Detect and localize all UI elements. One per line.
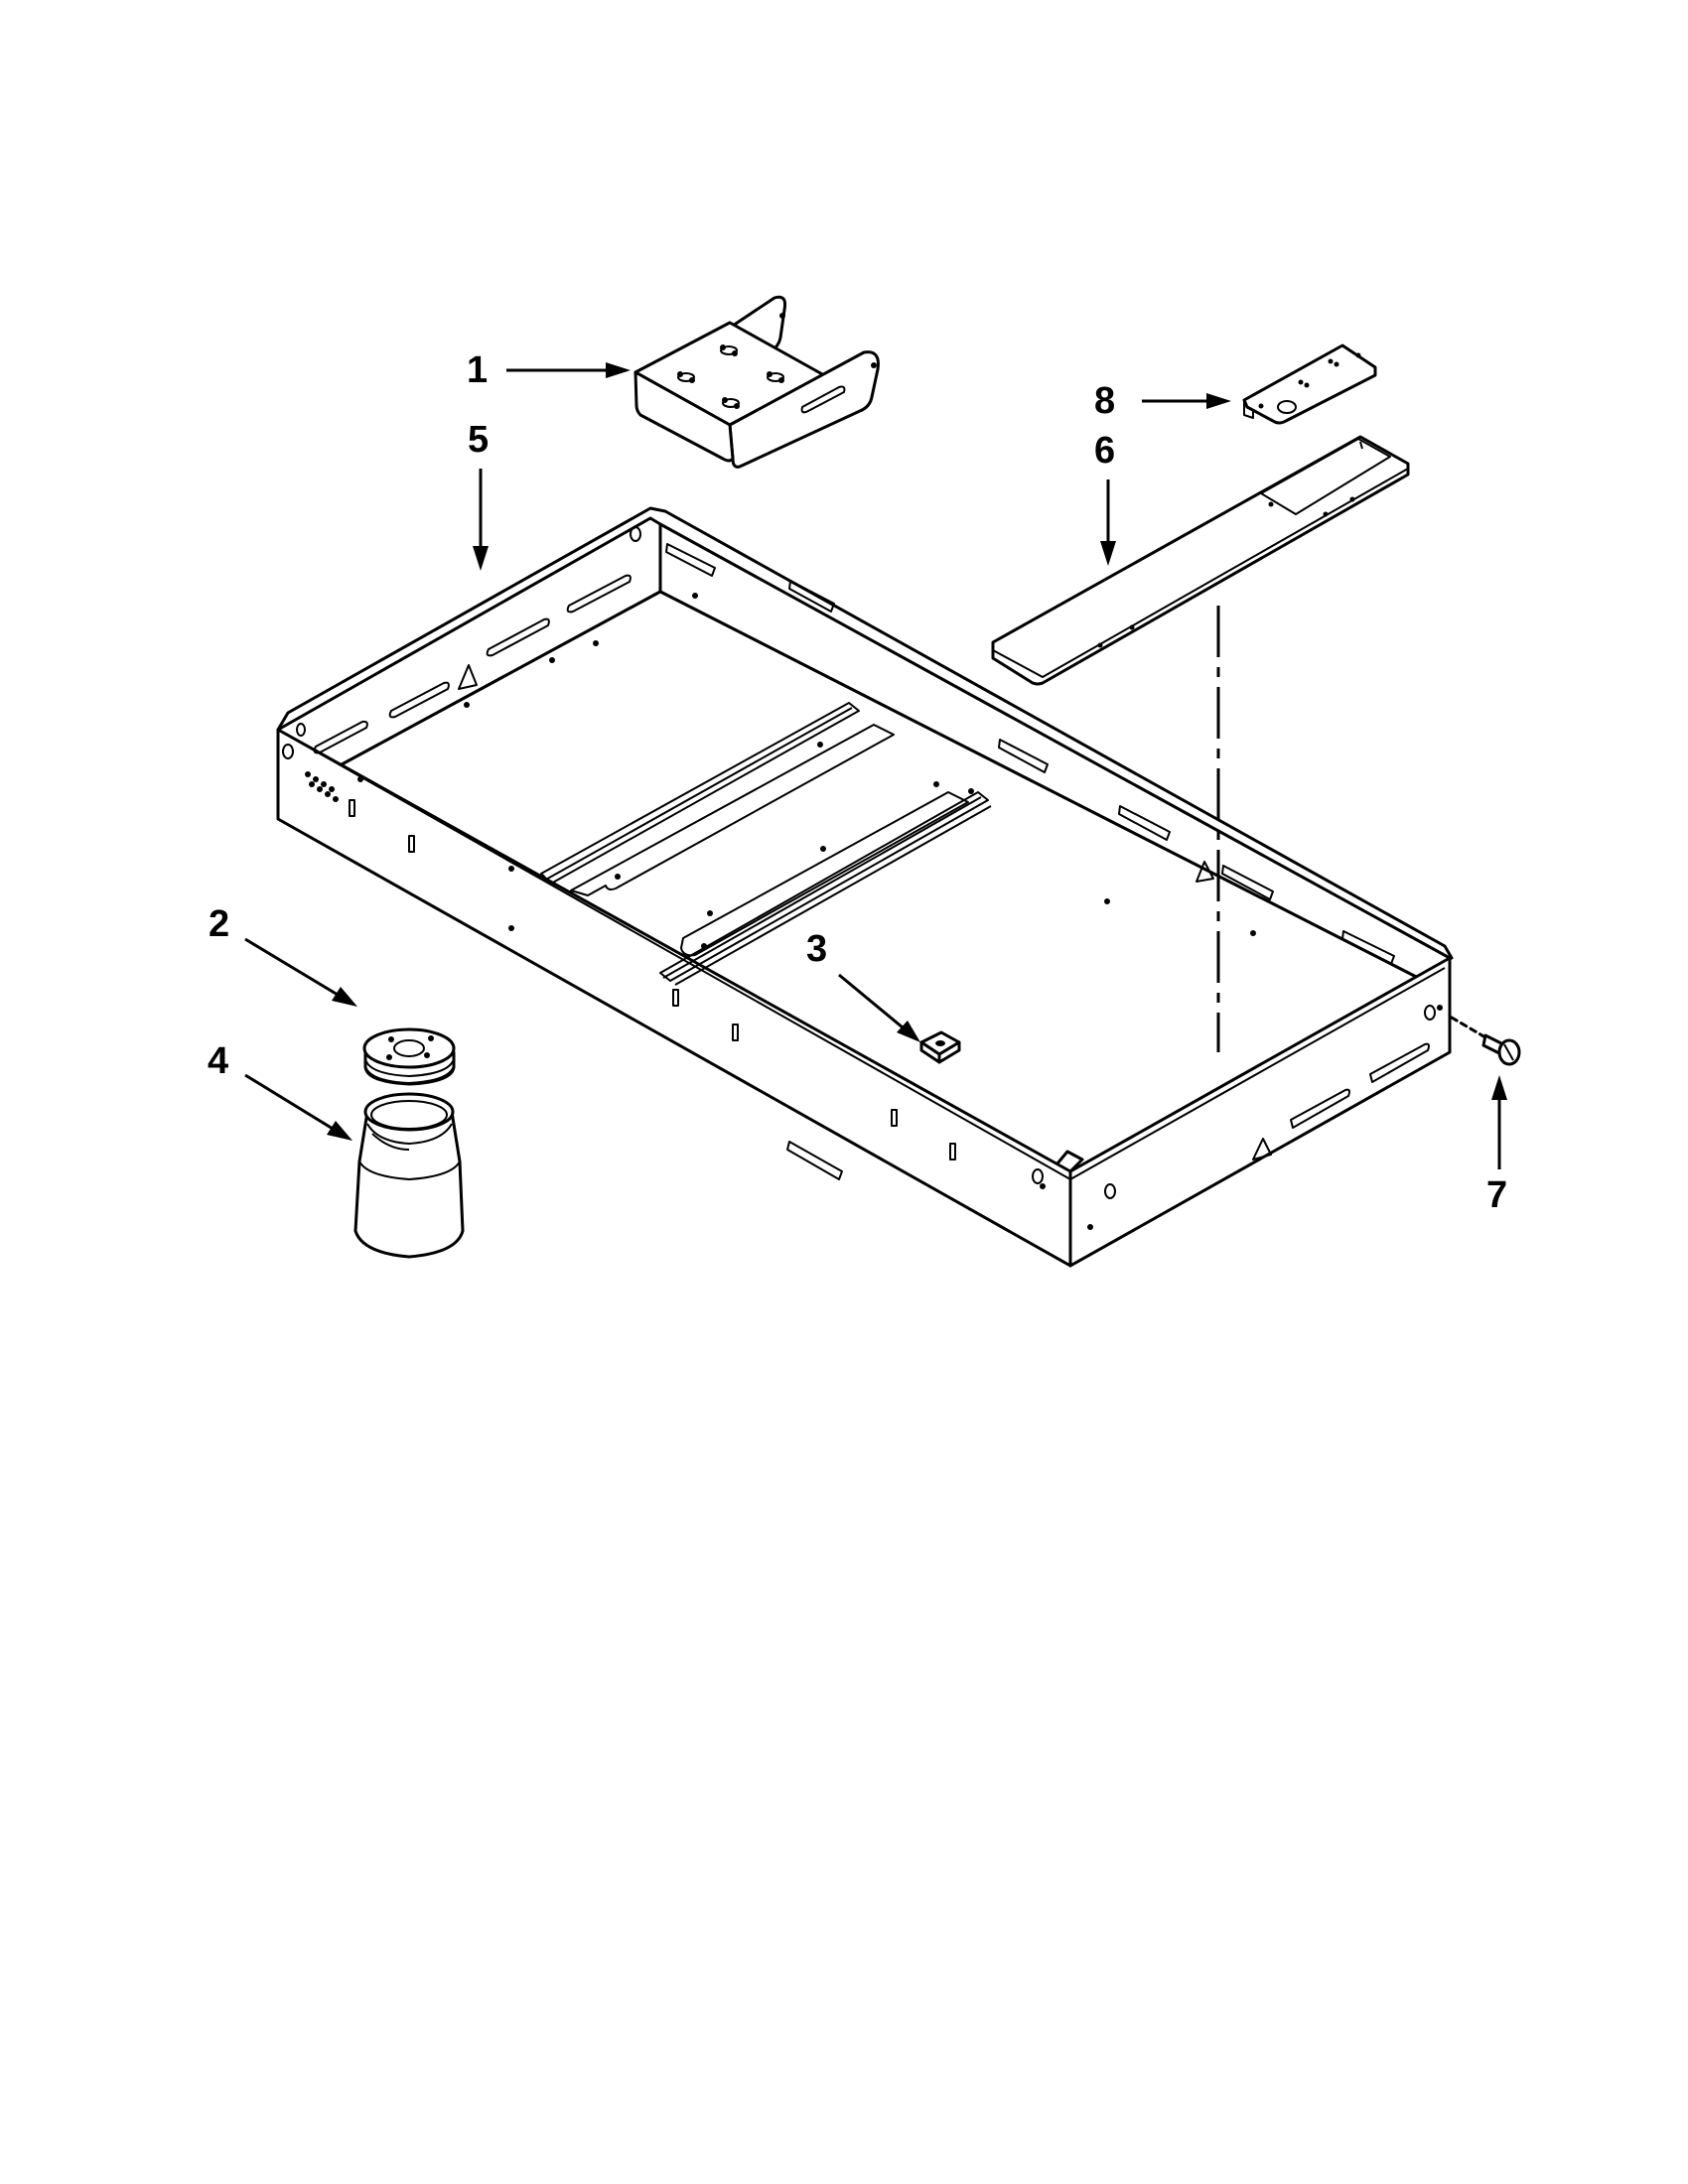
callout-1: 1 [467,349,489,391]
frame-slots [313,543,1430,1180]
warning-triangle-icon [1196,861,1214,883]
part-6-support-rail [991,435,1410,686]
callout-2: 2 [209,903,230,945]
callout-8: 8 [1094,380,1116,422]
part-5-base-frame [276,506,1454,1268]
leader-arrows [244,362,1507,1169]
part-1-mounting-bracket [633,295,880,469]
callout-4: 4 [208,1040,229,1082]
callout-7: 7 [1486,1174,1508,1216]
part-3-nut-clip [919,1030,961,1064]
part-4-leveling-foot-sleeve [353,1092,465,1259]
callout-3: 3 [806,928,828,970]
callout-5: 5 [468,419,490,461]
part-8-rail-bracket [1242,343,1377,425]
part-2-leveling-foot-cap [362,1027,456,1086]
warning-triangle-icon [458,664,478,690]
callout-6: 6 [1094,430,1116,472]
part-7-screw [1450,1016,1521,1066]
warning-triangle-icon [1252,1138,1272,1160]
